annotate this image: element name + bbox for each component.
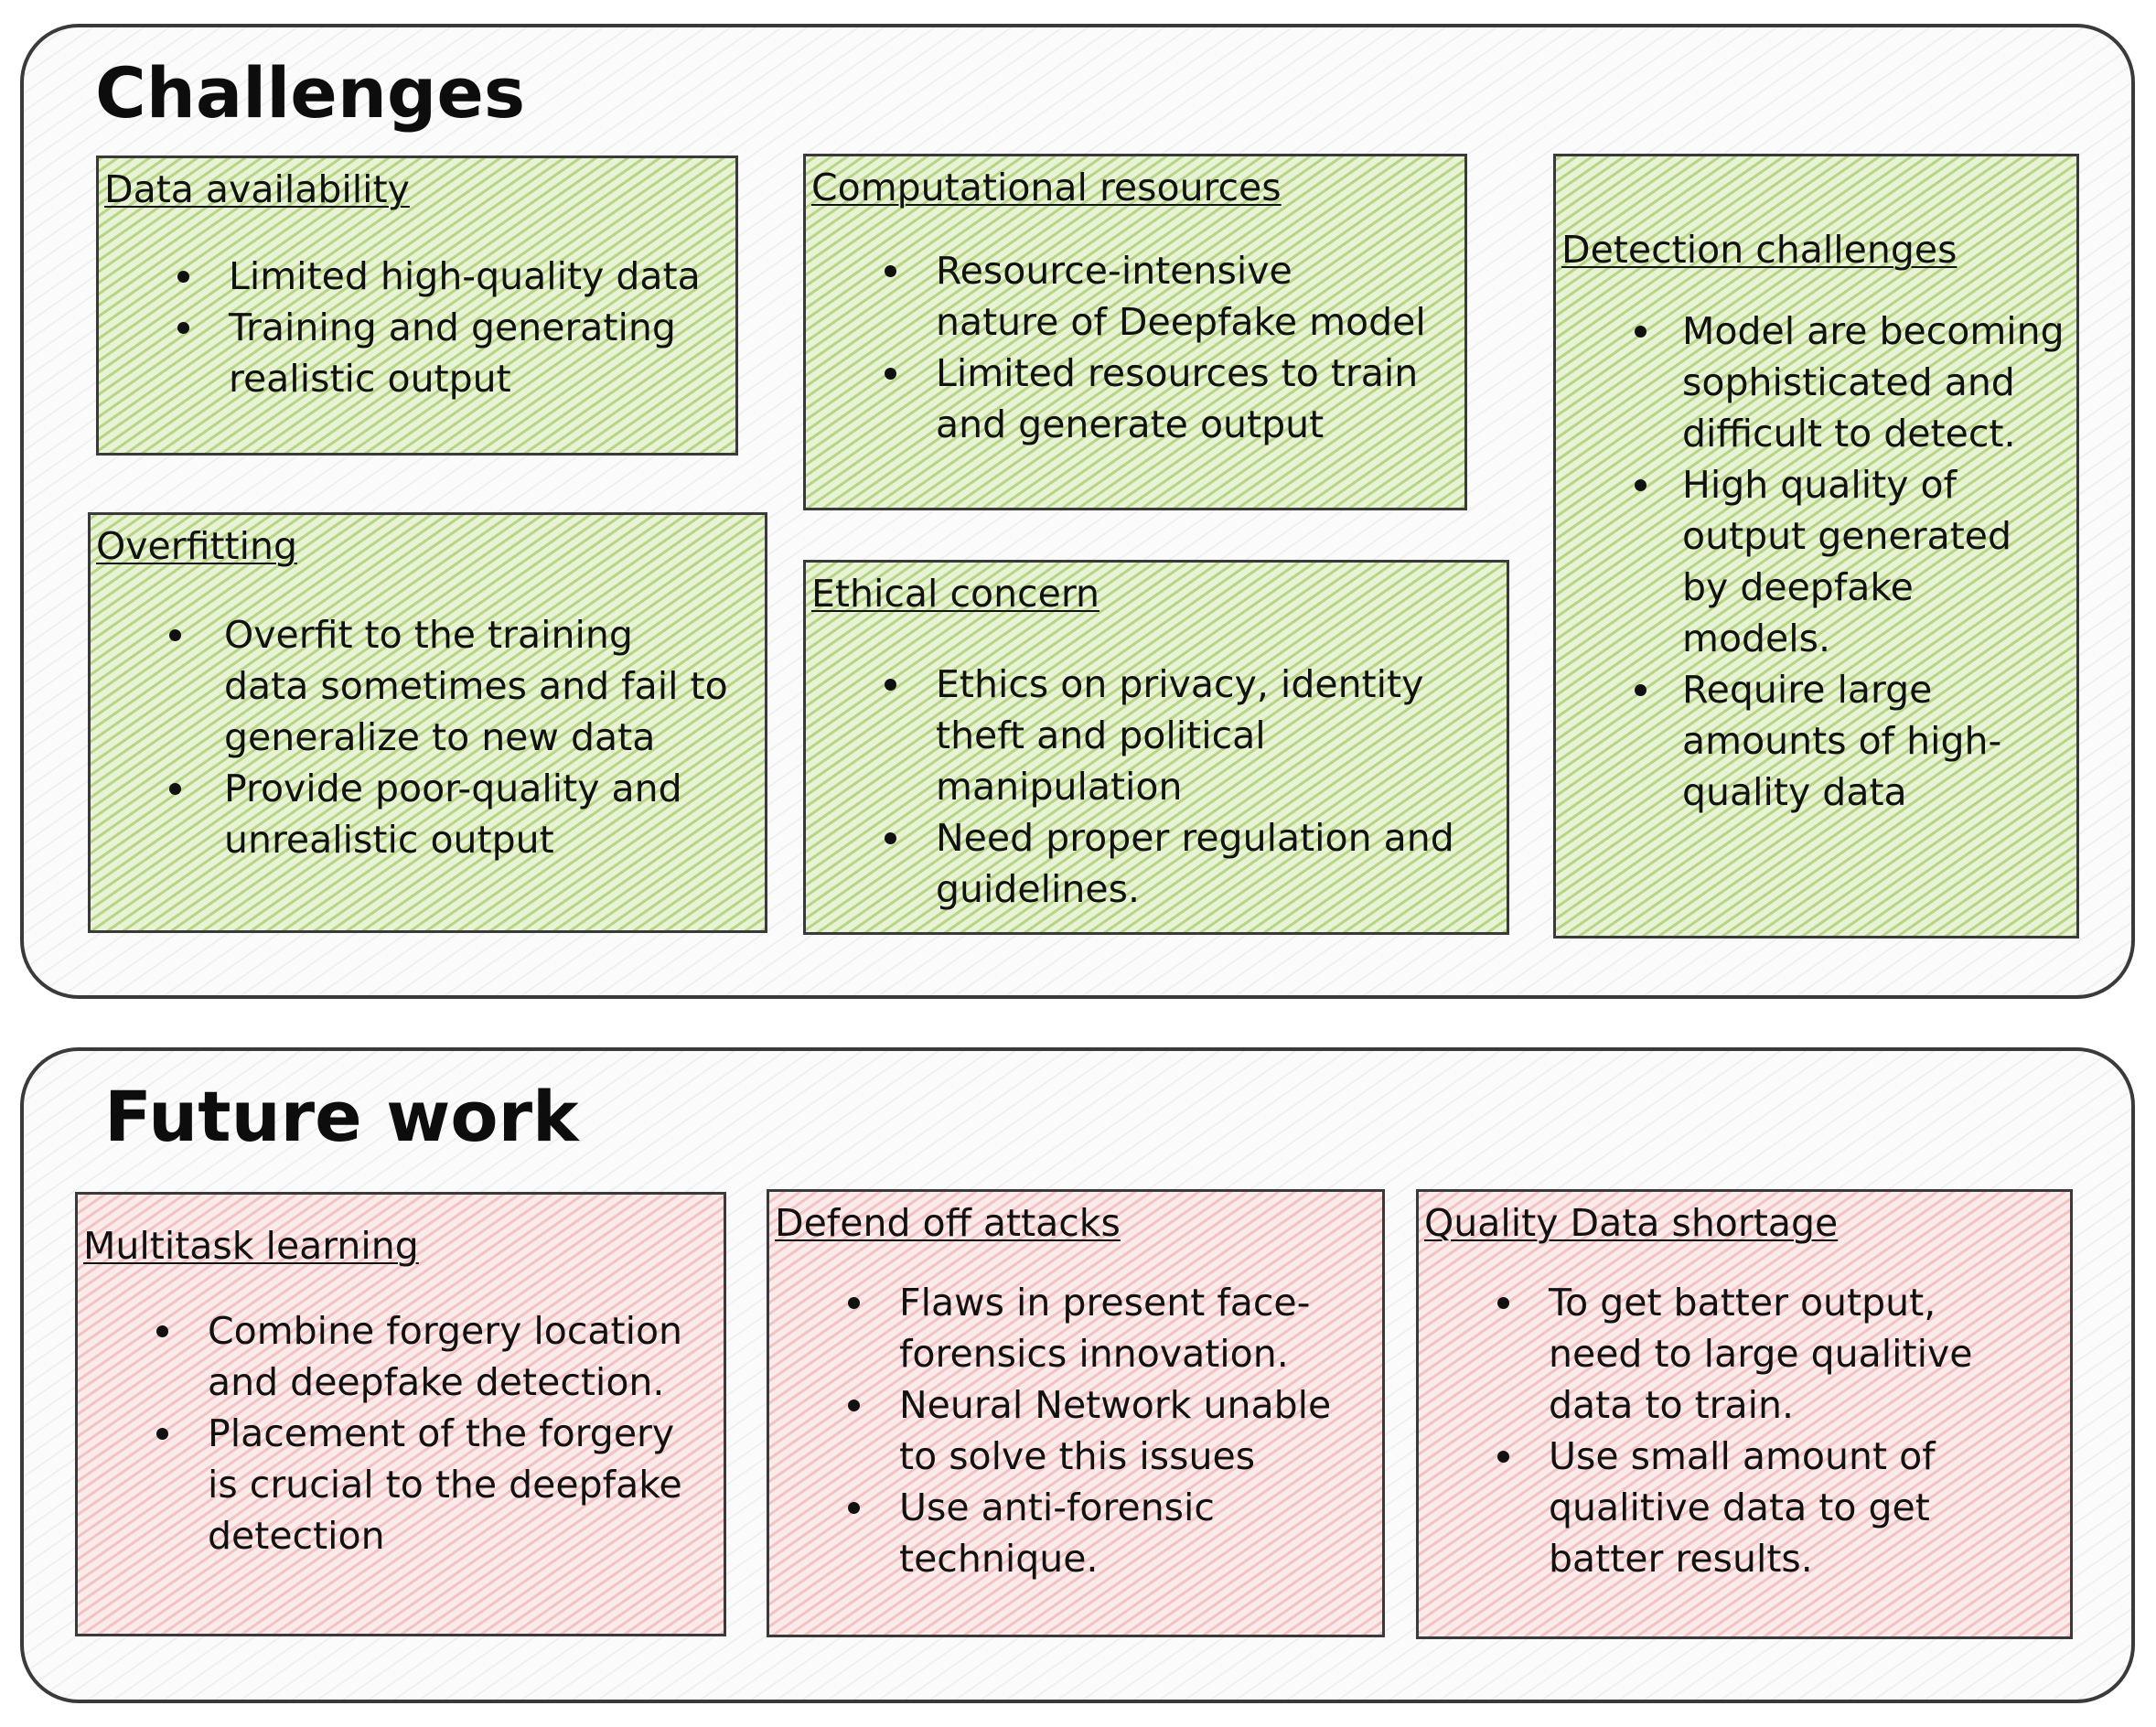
list-item: Placement of the forgery is crucial to t… (83, 1408, 716, 1561)
overfitting-title: Overfitting (96, 524, 297, 568)
detection-challenges-card: Detection challenges Model are becoming … (1553, 154, 2079, 939)
list-item: Need proper regulation and guidelines. (811, 812, 1499, 915)
multitask-learning-title: Multitask learning (83, 1224, 419, 1268)
list-item: Use anti-forensic technique. (775, 1482, 1375, 1584)
multitask-learning-list: Combine forgery location and deepfake de… (83, 1305, 716, 1561)
ethical-concern-list: Ethics on privacy, identity theft and po… (811, 659, 1499, 915)
defend-off-attacks-card: Defend off attacks Flaws in present face… (767, 1189, 1385, 1637)
ethical-concern-card: Ethical concern Ethics on privacy, ident… (803, 560, 1509, 935)
list-item: To get batter output, need to large qual… (1424, 1277, 2063, 1431)
quality-data-shortage-list: To get batter output, need to large qual… (1424, 1277, 2063, 1584)
defend-off-attacks-list: Flaws in present face- forensics innovat… (775, 1277, 1375, 1584)
challenges-heading: Challenges (95, 52, 526, 134)
list-item: Resource-intensive nature of Deepfake mo… (811, 245, 1457, 348)
data-availability-card: Data availability Limited high-quality d… (96, 156, 738, 456)
quality-data-shortage-card: Quality Data shortage To get batter outp… (1416, 1189, 2073, 1639)
computational-resources-card: Computational resources Resource-intensi… (803, 154, 1467, 510)
list-item: Training and generating realistic output (104, 302, 728, 404)
data-availability-title: Data availability (104, 167, 410, 211)
list-item: High quality of output generated by deep… (1561, 459, 2069, 664)
list-item: Flaws in present face- forensics innovat… (775, 1277, 1375, 1379)
overfitting-list: Overfit to the training data sometimes a… (96, 609, 757, 865)
future-work-heading: Future work (104, 1076, 579, 1157)
computational-resources-title: Computational resources (811, 166, 1282, 209)
detection-challenges-list: Model are becoming sophisticated and dif… (1561, 306, 2069, 818)
computational-resources-list: Resource-intensive nature of Deepfake mo… (811, 245, 1457, 450)
multitask-learning-card: Multitask learning Combine forgery locat… (75, 1192, 726, 1636)
list-item: Use small amount of qualitive data to ge… (1424, 1431, 2063, 1584)
list-item: Overfit to the training data sometimes a… (96, 609, 757, 763)
list-item: Model are becoming sophisticated and dif… (1561, 306, 2069, 459)
defend-off-attacks-title: Defend off attacks (775, 1201, 1121, 1245)
list-item: Neural Network unable to solve this issu… (775, 1379, 1375, 1482)
data-availability-list: Limited high-quality data Training and g… (104, 251, 728, 404)
list-item: Provide poor-quality and unrealistic out… (96, 763, 757, 865)
list-item: Ethics on privacy, identity theft and po… (811, 659, 1499, 812)
ethical-concern-title: Ethical concern (811, 572, 1099, 616)
list-item: Limited resources to train and generate … (811, 348, 1457, 450)
quality-data-shortage-title: Quality Data shortage (1424, 1201, 1839, 1245)
overfitting-card: Overfitting Overfit to the training data… (88, 512, 767, 933)
list-item: Combine forgery location and deepfake de… (83, 1305, 716, 1408)
list-item: Require large amounts of high- quality d… (1561, 664, 2069, 818)
list-item: Limited high-quality data (104, 251, 728, 302)
detection-challenges-title: Detection challenges (1561, 228, 1958, 272)
